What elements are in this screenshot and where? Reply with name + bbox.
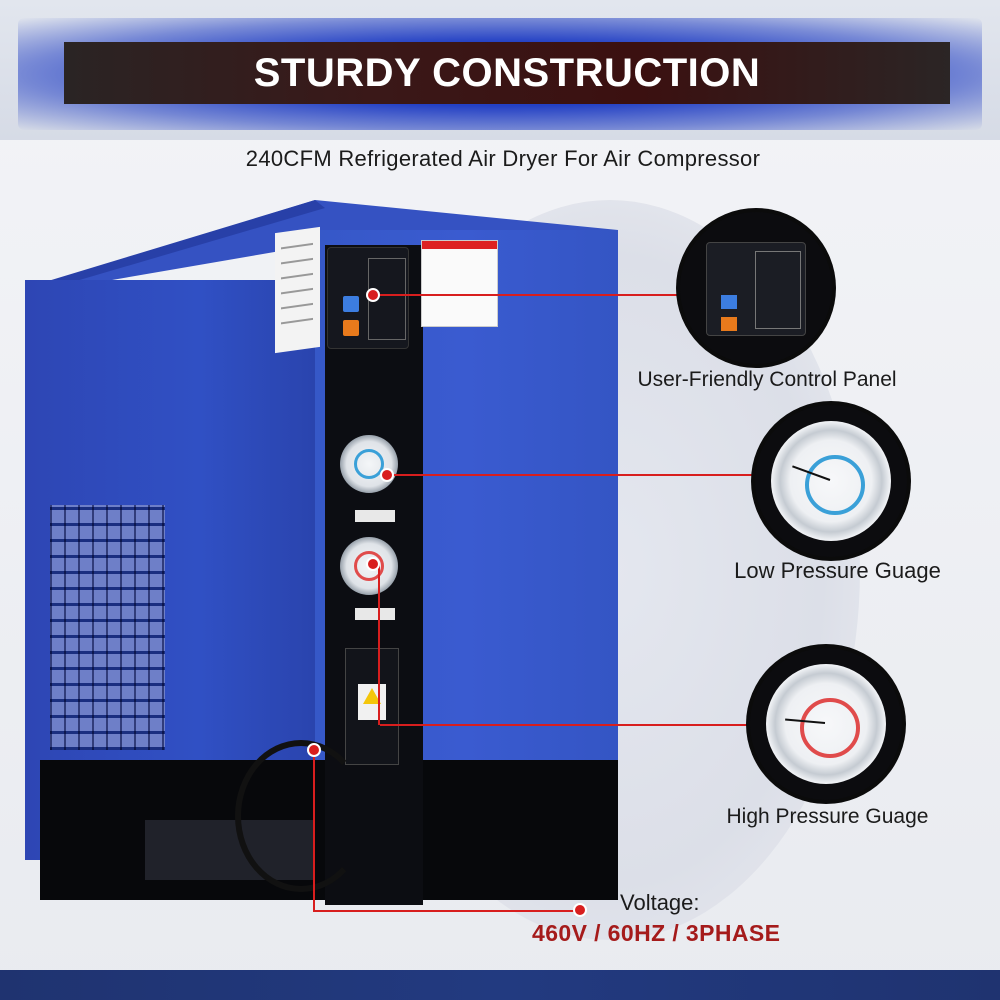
- low-pressure-zoom: [755, 405, 907, 557]
- voltage-end-dot: [573, 903, 587, 917]
- control-panel-label: User-Friendly Control Panel: [637, 368, 897, 391]
- high-pressure-callout-dot: [366, 557, 380, 571]
- footer-bar: [0, 970, 1000, 1000]
- high-pressure-callout-line-vertical: [378, 563, 380, 725]
- machine-top-panel: [25, 200, 618, 296]
- high-pressure-tag: [355, 608, 395, 620]
- low-pressure-tag: [355, 510, 395, 522]
- control-panel-callout-dot: [366, 288, 380, 302]
- high-pressure-gauge-icon: [766, 664, 886, 784]
- condenser-vent: [50, 505, 165, 750]
- low-pressure-callout-line: [385, 474, 755, 476]
- electrical-hazard-icon: [358, 684, 386, 720]
- run-button-icon: [721, 295, 737, 309]
- low-pressure-gauge-icon: [340, 435, 398, 493]
- low-pressure-callout-dot: [380, 468, 394, 482]
- voltage-value: 460V / 60HZ / 3PHASE: [532, 920, 781, 946]
- low-pressure-gauge-icon: [771, 421, 891, 541]
- voltage-label: Voltage:: [620, 890, 700, 915]
- air-dryer-illustration: [25, 200, 625, 920]
- electrical-box: [345, 648, 399, 765]
- spec-label-plate: [275, 226, 320, 354]
- voltage-start-dot: [307, 743, 321, 757]
- control-panel-zoom: [680, 212, 832, 364]
- header-banner: STURDY CONSTRUCTION: [0, 0, 1000, 140]
- zoomed-control-panel: [706, 242, 806, 336]
- run-button-icon: [343, 296, 359, 312]
- control-panel-callout-line: [372, 294, 680, 296]
- banner-bar: [64, 42, 950, 104]
- low-pressure-label: Low Pressure Guage: [734, 558, 941, 583]
- high-pressure-zoom: [750, 648, 902, 800]
- voltage-callout-line-vertical: [313, 750, 315, 912]
- banner-title: STURDY CONSTRUCTION: [253, 51, 761, 95]
- voltage-callout-line: [313, 910, 581, 912]
- stop-button-icon: [721, 317, 737, 331]
- instruction-sticker: [421, 240, 498, 327]
- stop-button-icon: [343, 320, 359, 336]
- product-subtitle: 240CFM Refrigerated Air Dryer For Air Co…: [245, 146, 761, 171]
- high-pressure-callout-line: [380, 724, 750, 726]
- high-pressure-label: High Pressure Guage: [726, 805, 929, 828]
- power-cable: [235, 740, 367, 892]
